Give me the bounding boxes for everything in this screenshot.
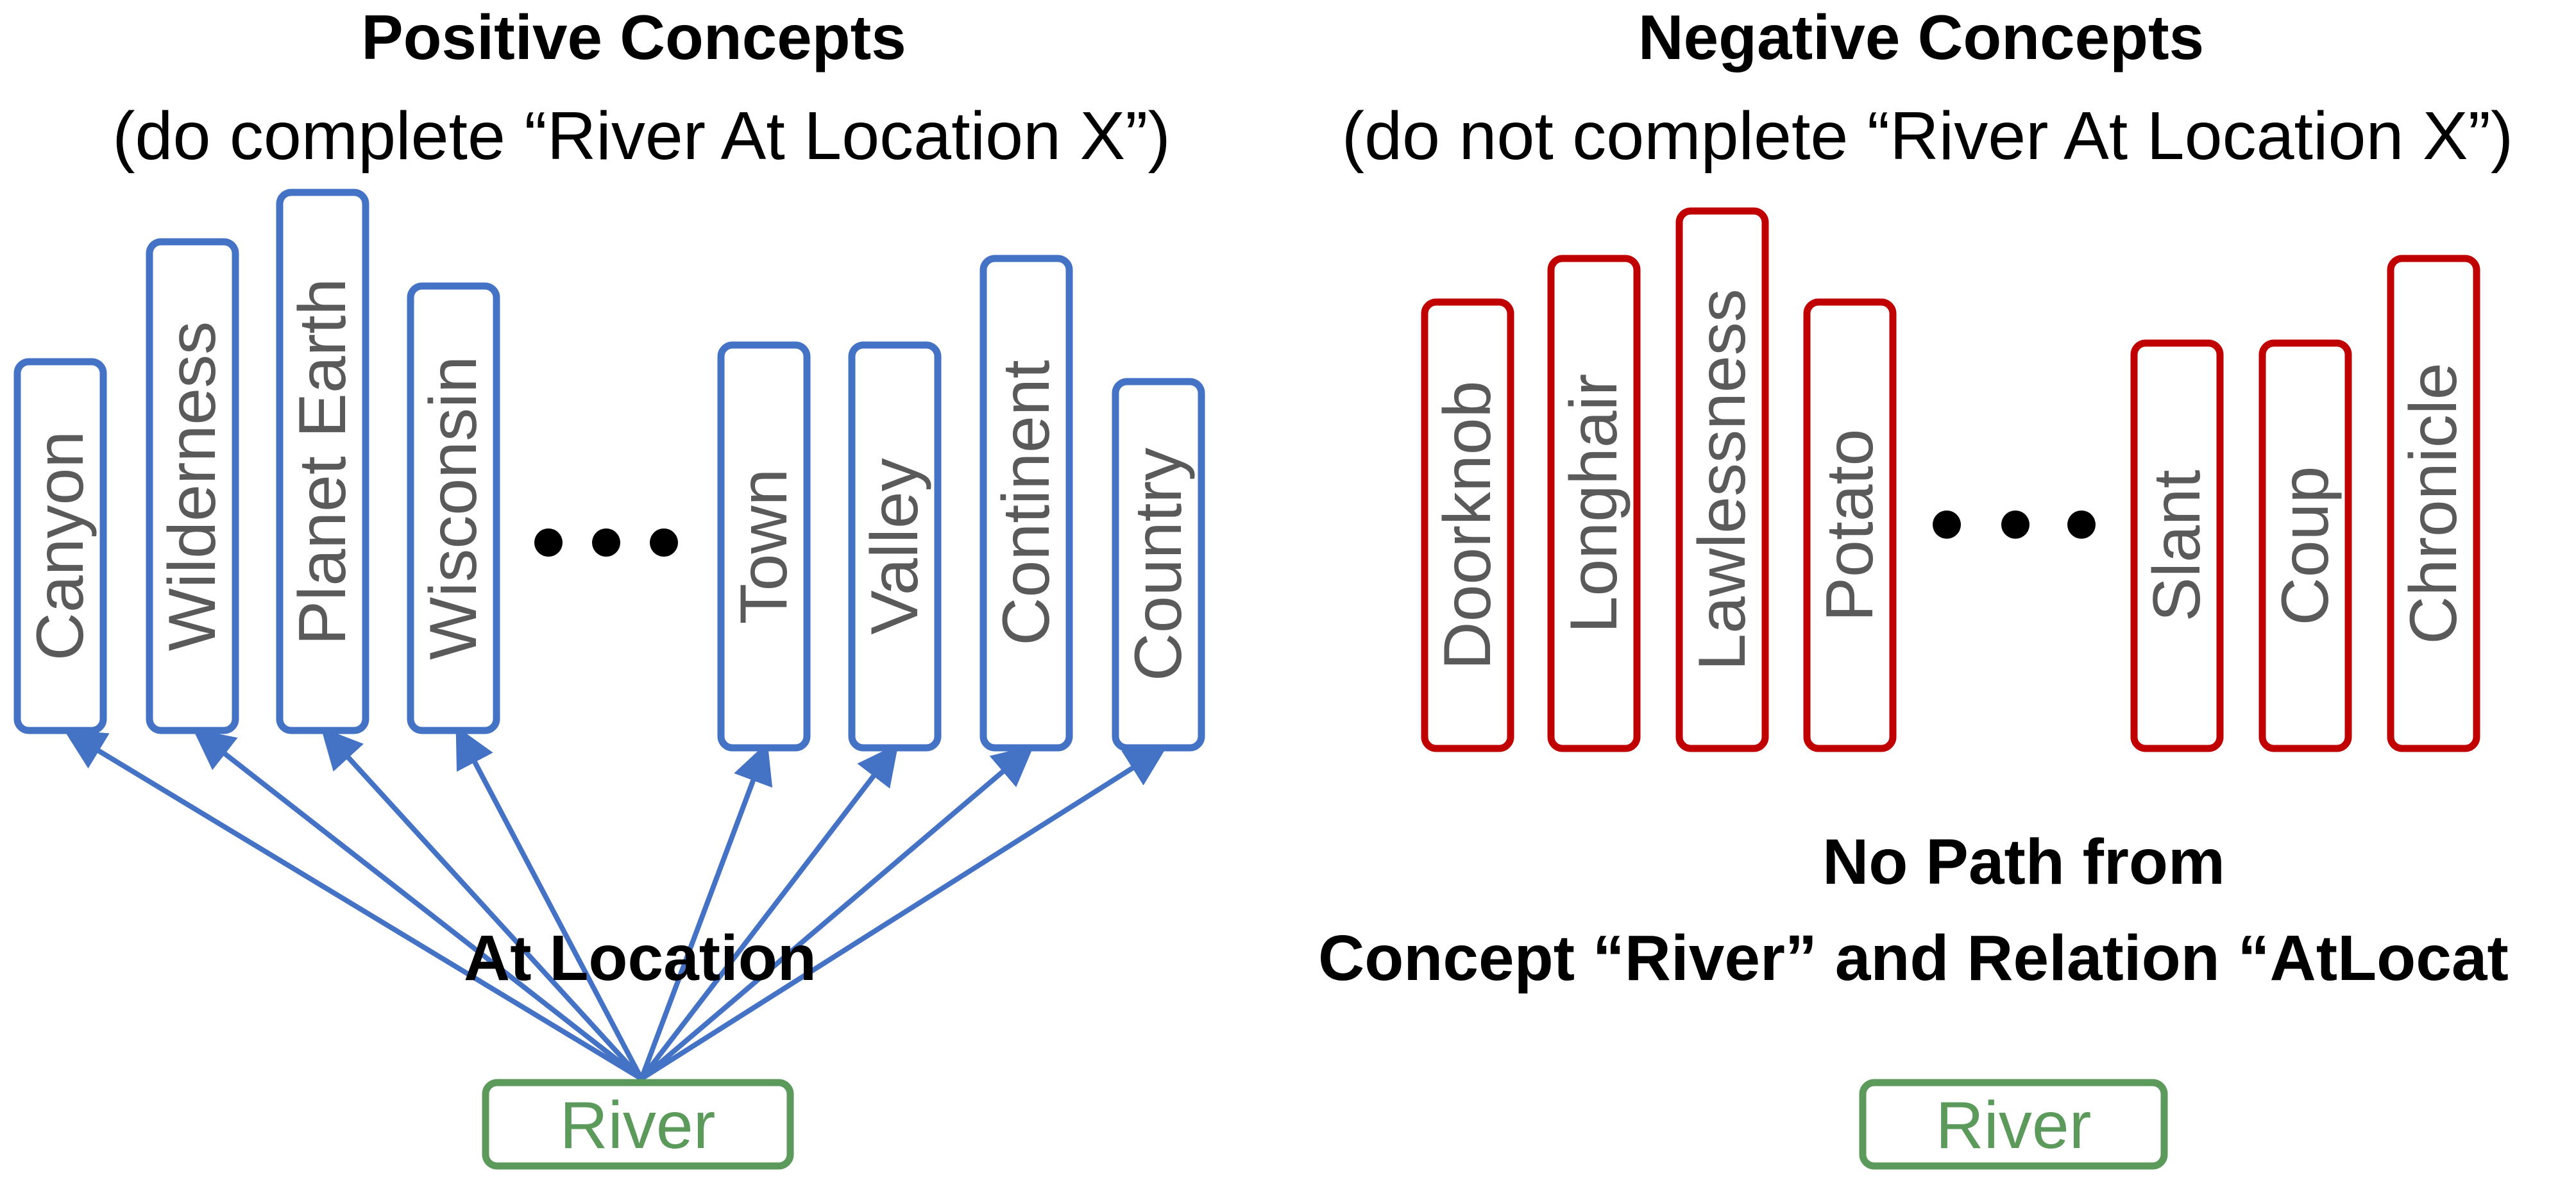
no-path-line2: Concept “River” and Relation “AtLocat [1318, 922, 2509, 994]
source-concept-river-negative: River [1859, 1079, 2168, 1170]
concept-label: Slant [2140, 469, 2214, 621]
concept-label: Coup [2268, 466, 2343, 626]
concept-label: Town [727, 469, 801, 625]
edge-wisconsin [455, 725, 644, 1080]
positive-concepts: Canyon Wilderness Planet Earth Wisconsin… [13, 189, 1205, 752]
negative-ellipsis [1933, 511, 2096, 539]
edge-continent [640, 745, 1035, 1081]
concept-box-coup: Coup [2258, 339, 2352, 752]
concept-label: Chronicle [2396, 362, 2471, 644]
edge-canyon [64, 729, 643, 1081]
concept-box-wilderness: Wilderness [146, 238, 239, 734]
concept-box-planet-earth: Planet Earth [276, 189, 369, 734]
concept-label: Lawlessness [1685, 289, 1759, 670]
concept-box-lawlessness: Lawlessness [1675, 207, 1769, 752]
concept-box-canyon: Canyon [13, 358, 107, 734]
negative-concepts: Doorknob Longhair Lawlessness Potato Sla… [1421, 207, 2480, 752]
edge-country [640, 746, 1167, 1081]
concept-label: Wisconsin [416, 356, 491, 660]
positive-ellipsis [534, 528, 678, 557]
concept-box-continent: Continent [979, 255, 1073, 752]
concept-label: Wilderness [155, 321, 230, 651]
positive-title: Positive Concepts [361, 2, 906, 72]
concept-box-chronicle: Chronicle [2387, 255, 2480, 752]
concept-box-potato: Potato [1803, 298, 1897, 752]
relation-label: At Location [464, 922, 817, 994]
concept-box-doorknob: Doorknob [1421, 298, 1514, 752]
concept-label: Doorknob [1430, 381, 1505, 670]
concept-box-slant: Slant [2130, 339, 2224, 752]
river-label: River [560, 1088, 716, 1163]
concept-box-valley: Valley [848, 341, 942, 752]
concept-label: Country [1121, 448, 1196, 681]
concept-box-town: Town [717, 341, 811, 752]
edge-wilderness [192, 729, 643, 1081]
concept-label: Planet Earth [285, 278, 360, 645]
positive-edges [64, 725, 1167, 1081]
no-path-line1: No Path from [1822, 826, 2225, 898]
source-concept-river-positive: River [482, 1079, 794, 1170]
negative-subtitle: (do not complete “River At Location X”) [1342, 98, 2513, 174]
concept-label: Potato [1813, 429, 1887, 622]
positive-subtitle: (do complete “River At Location X”) [112, 98, 1171, 174]
river-label: River [1936, 1088, 2092, 1163]
edge-planet-earth [321, 727, 643, 1081]
edge-valley [639, 743, 899, 1081]
concept-label: Longhair [1557, 374, 1631, 634]
concept-box-country: Country [1112, 378, 1205, 752]
concept-label: Canyon [23, 431, 97, 661]
negative-title: Negative Concepts [1638, 2, 2204, 72]
concept-box-longhair: Longhair [1547, 255, 1641, 752]
concept-box-wisconsin: Wisconsin [407, 282, 500, 734]
concept-label: Continent [989, 360, 1063, 645]
edge-town [639, 742, 773, 1080]
concept-label: Valley [858, 458, 932, 635]
